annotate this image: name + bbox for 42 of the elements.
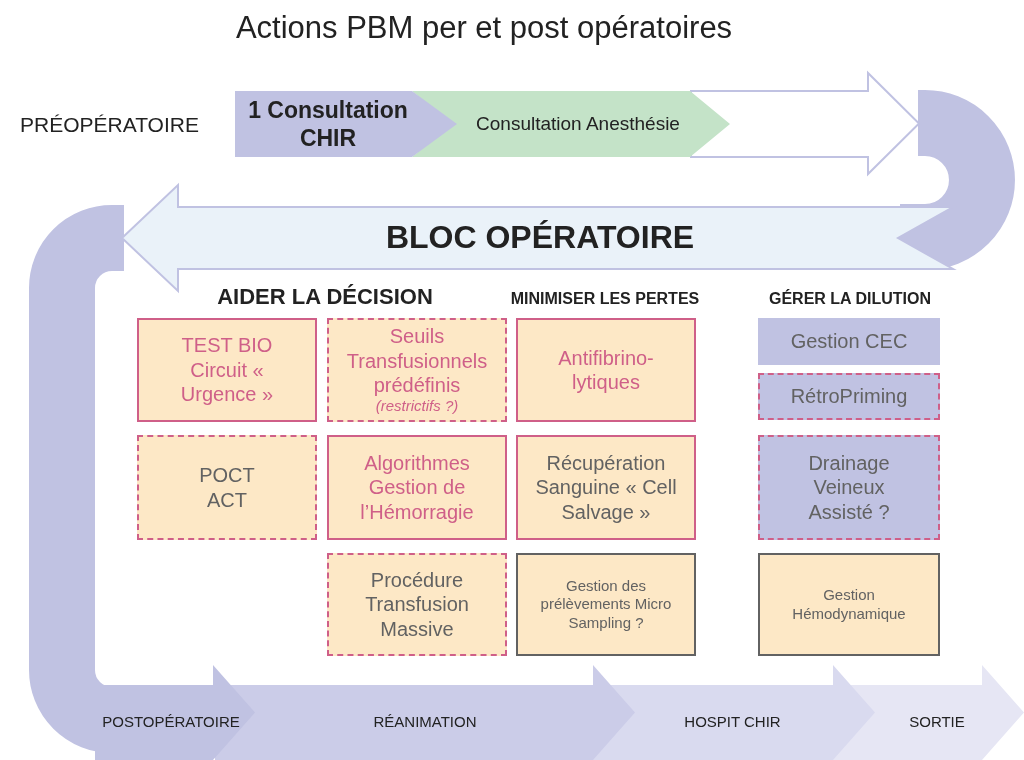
box-text: RétroPriming [790, 384, 908, 409]
phase-band [95, 665, 255, 760]
box-text: 1 Consultation CHIR [247, 95, 409, 153]
action-box [516, 318, 696, 422]
box-text: HOSPIT CHIR [684, 713, 781, 732]
box-text: Gestion des prélèvements Micro Sampling ? [539, 577, 673, 632]
box-text: POCT ACT [198, 463, 256, 512]
action-box [137, 318, 317, 422]
box-text: Antifibrino- lytiques [557, 345, 655, 395]
column-heading: AIDER LA DÉCISION [216, 284, 434, 310]
action-box [516, 553, 696, 656]
note-text: (restrictifs ?) [375, 397, 459, 416]
box-text: Consultation Anesthésie [476, 112, 680, 136]
box-text: Algorithmes Gestion de l’Hémorragie [359, 450, 475, 525]
action-box [516, 435, 696, 540]
box-text: POSTOPÉRATOIRE [102, 713, 240, 732]
title: Actions PBM per et post opératoires [234, 10, 734, 46]
action-box [327, 553, 507, 656]
action-box [758, 553, 940, 656]
phase-band [590, 665, 875, 760]
column-heading: GÉRER LA DILUTION [767, 290, 933, 308]
box-text: SORTIE [909, 713, 965, 732]
box-text: RÉANIMATION [373, 713, 477, 732]
box-text: Gestion Hémodynamique [791, 586, 907, 623]
phase-band [830, 665, 1024, 760]
action-box [327, 435, 507, 540]
action-box [758, 373, 940, 420]
column-heading: MINIMISER LES PERTES [509, 290, 701, 308]
action-box [758, 318, 940, 365]
box-text: Procédure Transfusion Massive [364, 567, 470, 642]
box-text: Gestion CEC [790, 329, 908, 354]
phase-band [412, 91, 730, 157]
box-text: TEST BIO Circuit « Urgence » [179, 333, 275, 407]
action-box [137, 435, 317, 540]
action-box [327, 318, 507, 422]
box-text: BLOC OPÉRATOIRE [385, 218, 695, 258]
box-text: Drainage Veineux Assisté ? [807, 450, 891, 525]
box-text: Seuils Transfusionnels prédéfinis [345, 324, 489, 398]
box-text: Récupération Sanguine « Cell Salvage » [534, 450, 678, 525]
action-box [758, 435, 940, 540]
outlined-arrow [690, 72, 920, 175]
stage-label: PRÉOPÉRATOIRE [20, 113, 200, 137]
